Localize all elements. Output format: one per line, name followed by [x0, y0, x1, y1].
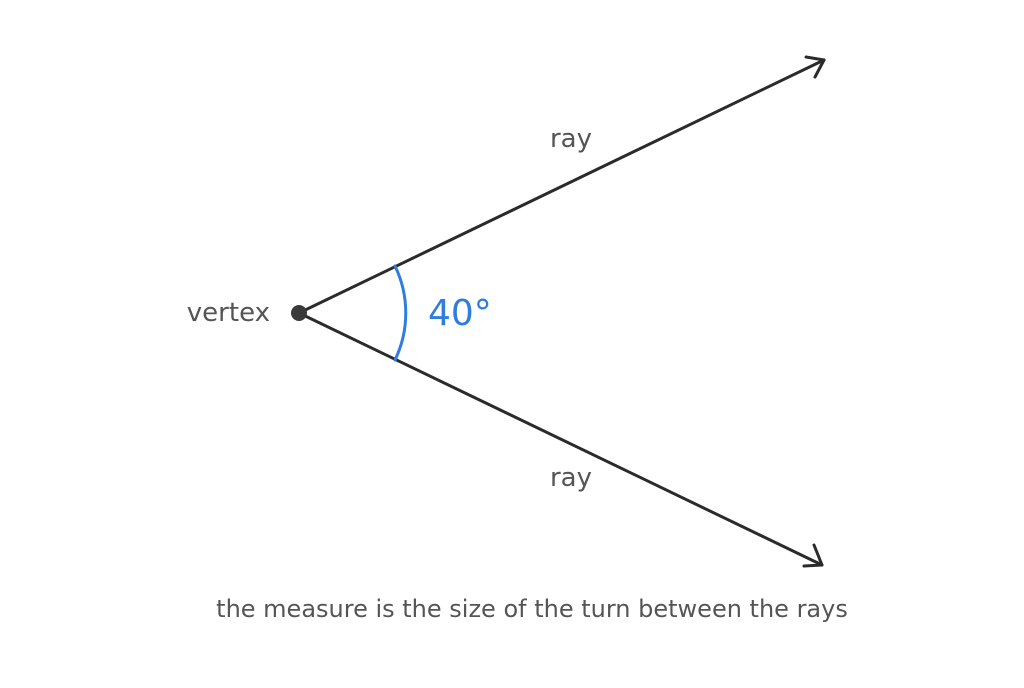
- vertex-label: vertex: [187, 298, 270, 328]
- upper-ray: [297, 58, 826, 315]
- lower-ray-label: ray: [550, 463, 592, 493]
- upper-ray-label: ray: [550, 124, 592, 154]
- lower-ray-arrowhead: [802, 543, 824, 568]
- upper-ray-arrowhead: [804, 55, 826, 79]
- angle-arc: [393, 264, 408, 362]
- lower-ray: [297, 311, 824, 567]
- caption: the measure is the size of the turn betw…: [216, 595, 848, 623]
- vertex-point: [291, 305, 307, 321]
- angle-measure-label: 40°: [428, 293, 492, 334]
